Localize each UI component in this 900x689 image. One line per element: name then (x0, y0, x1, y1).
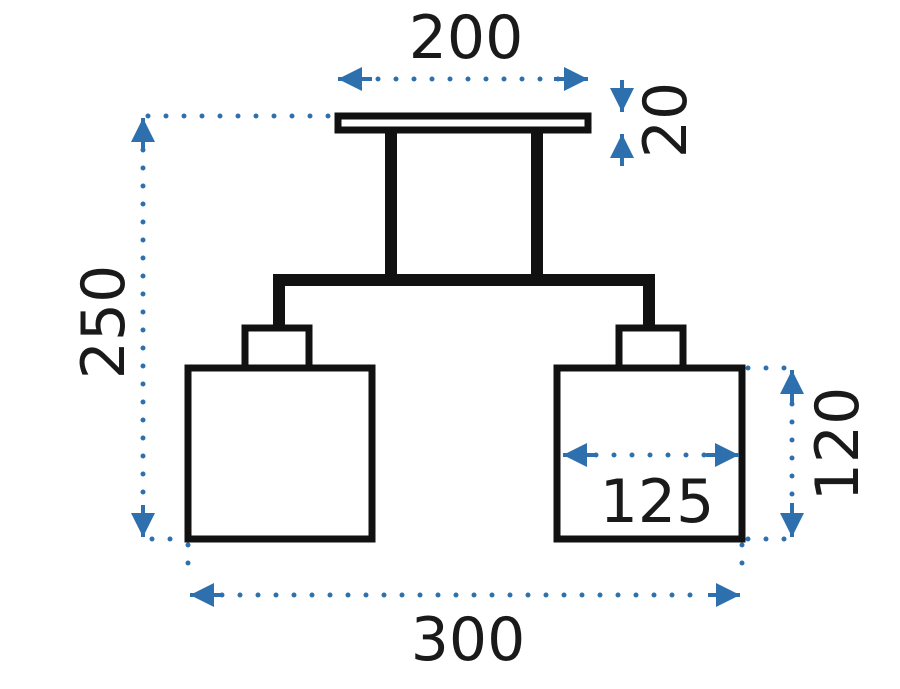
mounting-plate (334, 112, 592, 134)
left-socket (241, 324, 313, 372)
right-socket (615, 324, 687, 372)
dimension-plate-height: 20 (610, 80, 701, 166)
dimension-shade-width: 125 (563, 443, 739, 537)
lamp-drawing (184, 112, 746, 543)
shade-height-label: 120 (803, 387, 873, 502)
dimension-total-width: 300 (185, 542, 745, 675)
plate-height-label: 20 (631, 82, 701, 158)
total-height-label: 250 (69, 265, 139, 380)
horizontal-arm (273, 274, 655, 328)
dimension-top-width: 200 (338, 3, 588, 91)
right-shade (553, 364, 746, 543)
dimension-total-height: 250 (69, 113, 337, 542)
dimension-shade-height: 120 (745, 365, 873, 542)
top-width-label: 200 (409, 3, 524, 73)
shade-width-label: 125 (600, 467, 715, 537)
total-width-label: 300 (411, 605, 526, 675)
left-shade (184, 364, 376, 543)
